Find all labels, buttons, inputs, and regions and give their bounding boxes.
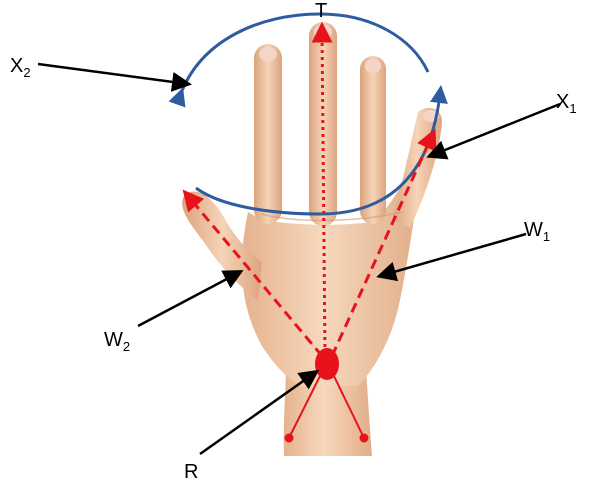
root-foot-left	[285, 434, 294, 443]
label-x2: X2	[10, 55, 31, 80]
pointer-w2	[138, 272, 240, 326]
label-t: T	[315, 0, 327, 22]
label-w1: W1	[524, 219, 550, 244]
ring-nail	[365, 59, 381, 73]
index-nail	[259, 47, 277, 61]
index-finger	[254, 44, 282, 224]
label-x1: X1	[556, 91, 577, 116]
label-w2: W2	[104, 329, 130, 354]
rotation-arrow-upper	[180, 14, 428, 96]
label-r: R	[184, 461, 198, 483]
root-foot-right	[360, 434, 369, 443]
pointer-x1	[430, 104, 560, 156]
pointer-x2	[38, 64, 188, 84]
root-joint	[315, 348, 339, 380]
